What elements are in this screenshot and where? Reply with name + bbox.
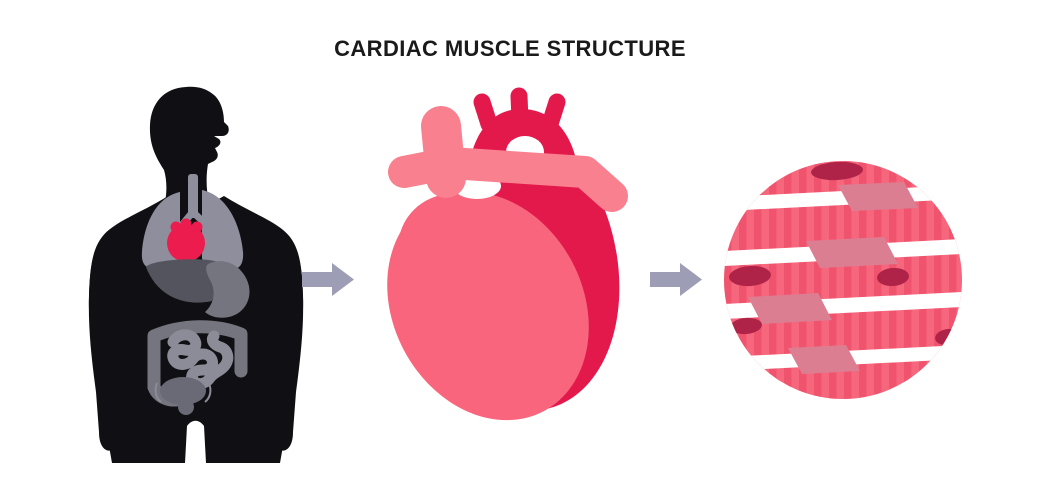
cardiac-muscle-tissue	[724, 161, 962, 399]
right-arm-shape	[258, 240, 304, 453]
pelvis-line-right	[204, 382, 212, 403]
right-arrow-icon	[650, 263, 702, 296]
bladder-neck-shape	[178, 399, 194, 415]
left-arm-shape	[88, 240, 134, 453]
intercalated-disc	[788, 345, 860, 374]
page-title: CARDIAC MUSCLE STRUCTURE	[334, 36, 686, 61]
intercalated-disc	[838, 182, 918, 211]
pelvis-line-left	[154, 382, 162, 403]
large-intestine-shape	[147, 320, 248, 394]
pulmonary-artery-shape	[388, 147, 628, 212]
nucleus	[811, 161, 863, 181]
nucleus	[729, 265, 771, 287]
aorta-branches-shape	[473, 87, 566, 133]
nucleus	[877, 267, 909, 287]
heart-anatomy	[387, 87, 628, 421]
intercalated-disc	[748, 293, 832, 324]
stomach-shape	[205, 261, 250, 318]
right-atrium-shape	[398, 194, 506, 302]
liver-shape	[146, 259, 225, 303]
head-profile-shape	[149, 86, 229, 208]
right-lung-shape	[202, 190, 244, 270]
nucleus	[730, 317, 762, 335]
right-arrow-icon	[302, 263, 354, 296]
small-intestine-shape	[167, 329, 234, 390]
bladder-shape	[160, 377, 206, 405]
trachea-shape	[188, 174, 198, 218]
intercalated-disc	[806, 237, 898, 268]
human-body-silhouette	[88, 86, 304, 463]
heart-in-body-shape	[167, 218, 205, 262]
